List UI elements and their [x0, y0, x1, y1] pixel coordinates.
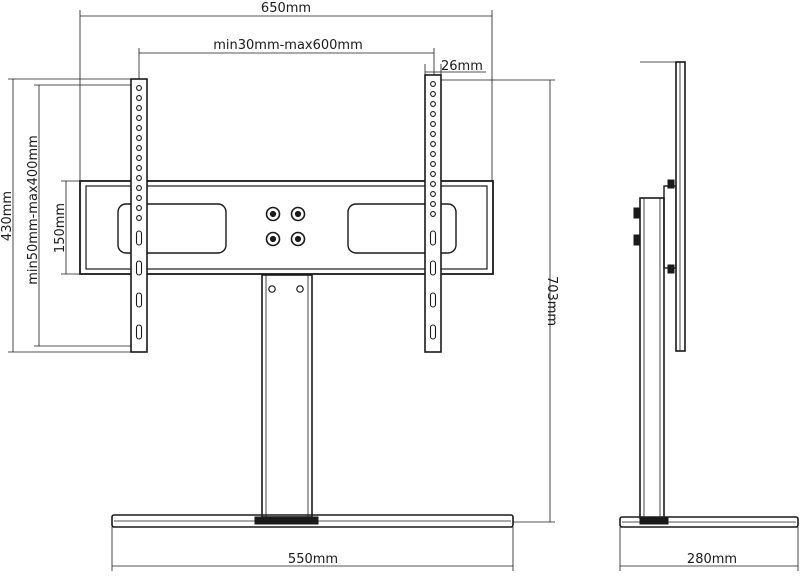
- arm-hole: [136, 195, 142, 201]
- arm-hole: [430, 161, 436, 167]
- arm-hole: [430, 141, 436, 147]
- arm-hole: [430, 211, 436, 217]
- label-base-width: 550mm: [288, 552, 338, 567]
- dim-vesa-vertical: min50mm-max400mm: [26, 84, 131, 347]
- side-column: [639, 197, 665, 519]
- arm-hole: [430, 151, 436, 157]
- label-overall-width: 650mm: [261, 1, 311, 16]
- side-arm: [675, 61, 686, 352]
- label-vesa-vertical: min50mm-max400mm: [26, 135, 41, 285]
- dim-vesa-horizontal: min30mm-max600mm: [138, 38, 435, 79]
- arm-hole: [136, 165, 142, 171]
- arm-hole: [136, 175, 142, 181]
- arm-hole: [136, 125, 142, 131]
- arm-hole: [136, 155, 142, 161]
- arm-slot: [135, 324, 143, 340]
- arm-hole: [430, 201, 436, 207]
- arm-hole: [136, 95, 142, 101]
- label-arm-height: 430mm: [0, 191, 15, 241]
- dim-base-width: 550mm: [111, 527, 514, 571]
- arm-slot: [135, 292, 143, 308]
- arm-slot: [429, 230, 437, 246]
- label-bracket-width: 26mm: [441, 59, 483, 74]
- arm-hole: [136, 185, 142, 191]
- arm-hole: [430, 171, 436, 177]
- arm-hole: [430, 81, 436, 87]
- arm-slot: [429, 292, 437, 308]
- arm-hole: [430, 131, 436, 137]
- mounting-plate: [79, 180, 494, 275]
- right-arm: [424, 74, 442, 353]
- column: [261, 274, 313, 518]
- dim-base-depth: 280mm: [619, 61, 799, 571]
- label-plate-height: 150mm: [53, 203, 68, 253]
- arm-hole: [136, 215, 142, 221]
- arm-slot: [429, 260, 437, 276]
- side-view: [619, 61, 799, 528]
- dim-total-height: 703mm: [441, 79, 559, 523]
- front-dimensions: 650mm min30mm-max600mm 26mm 430mm: [0, 1, 559, 571]
- front-view: [79, 74, 514, 528]
- label-total-height: 703mm: [544, 276, 559, 326]
- label-base-depth: 280mm: [687, 552, 737, 567]
- arm-hole: [430, 101, 436, 107]
- arm-slot: [135, 260, 143, 276]
- dim-plate-height: 150mm: [53, 180, 80, 275]
- left-arm: [130, 78, 148, 353]
- arm-hole: [430, 121, 436, 127]
- arm-hole: [136, 115, 142, 121]
- arm-hole: [136, 145, 142, 151]
- arm-hole: [430, 181, 436, 187]
- arm-hole: [430, 191, 436, 197]
- arm-hole: [136, 135, 142, 141]
- label-vesa-horizontal: min30mm-max600mm: [213, 38, 363, 53]
- dim-arm-height: 430mm: [0, 78, 131, 353]
- dim-bracket-width: 26mm: [424, 59, 486, 75]
- arm-hole: [430, 111, 436, 117]
- bolts: [265, 206, 306, 247]
- arm-slot: [429, 324, 437, 340]
- arm-hole: [136, 105, 142, 111]
- arm-hole: [136, 205, 142, 211]
- arm-slot: [135, 230, 143, 246]
- dim-overall-width: 650mm: [79, 1, 493, 181]
- arm-hole: [430, 91, 436, 97]
- arm-hole: [136, 85, 142, 91]
